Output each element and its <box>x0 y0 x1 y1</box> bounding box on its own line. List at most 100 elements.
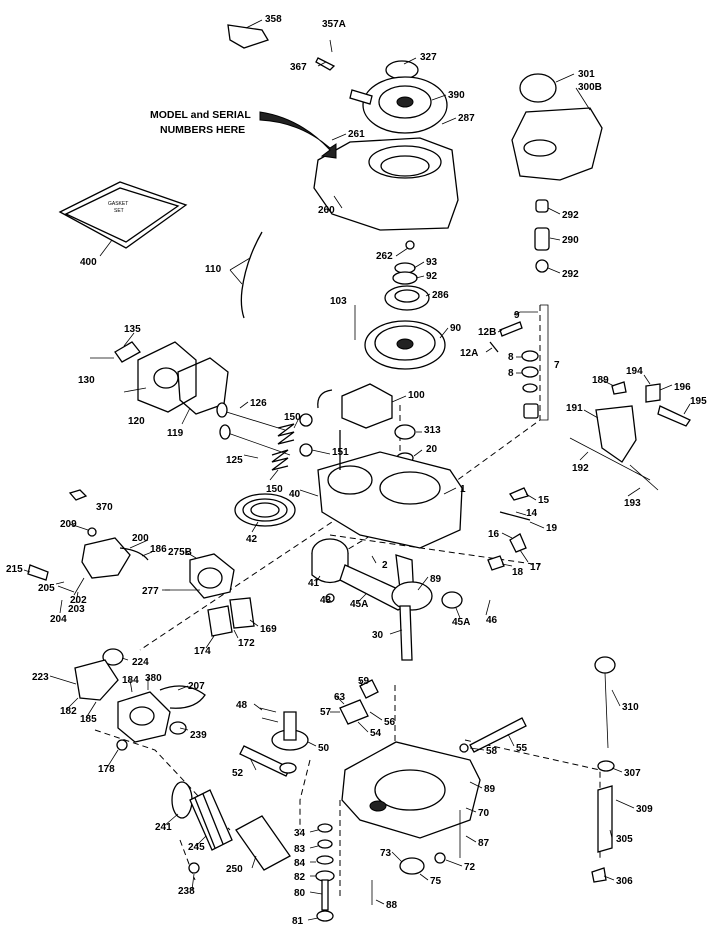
callout-52: 52 <box>232 768 244 779</box>
callout-193: 193 <box>624 498 641 509</box>
callout-202: 202 <box>70 595 87 606</box>
callout-34: 34 <box>294 828 306 839</box>
callout-150-lower: 150 <box>266 484 283 495</box>
callout-93: 93 <box>426 257 438 268</box>
callout-40: 40 <box>289 489 301 500</box>
callout-301: 301 <box>578 69 595 80</box>
callout-110: 110 <box>205 264 222 275</box>
callout-262: 262 <box>376 251 393 262</box>
callout-30: 30 <box>372 630 384 641</box>
callout-207: 207 <box>188 681 205 692</box>
callout-215: 215 <box>6 564 23 575</box>
callout-63: 63 <box>334 692 346 703</box>
callout-45A-left: 45A <box>350 599 368 610</box>
callout-80: 80 <box>294 888 306 899</box>
callout-327: 327 <box>420 52 437 63</box>
callout-58: 58 <box>486 746 498 757</box>
callout-306: 306 <box>616 876 633 887</box>
callout-103: 103 <box>330 296 347 307</box>
callout-42: 42 <box>246 534 258 545</box>
callout-18: 18 <box>512 567 524 578</box>
callout-182: 182 <box>60 706 77 717</box>
callout-45A-right: 45A <box>452 617 470 628</box>
callout-174: 174 <box>194 646 211 657</box>
callout-14: 14 <box>526 508 538 519</box>
callout-191: 191 <box>566 403 583 414</box>
callout-239: 239 <box>190 730 207 741</box>
callout-224: 224 <box>132 657 149 668</box>
callout-178: 178 <box>98 764 115 775</box>
callout-189: 189 <box>592 375 609 386</box>
callout-59: 59 <box>358 676 370 687</box>
callout-7: 7 <box>554 360 560 371</box>
callout-223: 223 <box>32 672 49 683</box>
callout-250: 250 <box>226 864 243 875</box>
callout-172: 172 <box>238 638 255 649</box>
callout-192: 192 <box>572 463 589 474</box>
callout-89-upper: 89 <box>430 574 442 585</box>
callout-57: 57 <box>320 707 332 718</box>
callout-75: 75 <box>430 876 442 887</box>
callout-88: 88 <box>386 900 398 911</box>
callout-309: 309 <box>636 804 653 815</box>
callout-92: 92 <box>426 271 438 282</box>
leader-lines <box>23 19 691 921</box>
callout-195: 195 <box>690 396 707 407</box>
callout-275B: 275B <box>168 547 192 558</box>
callout-203: 203 <box>68 604 85 615</box>
callout-260: 260 <box>318 205 335 216</box>
callout-100: 100 <box>408 390 425 401</box>
callout-72: 72 <box>464 862 476 873</box>
callout-400: 400 <box>80 257 97 268</box>
callout-8-lower: 8 <box>508 368 514 379</box>
callout-286: 286 <box>432 290 449 301</box>
callout-200: 200 <box>132 533 149 544</box>
callout-50: 50 <box>318 743 330 754</box>
callout-241: 241 <box>155 822 172 833</box>
callout-89-lower: 89 <box>484 784 496 795</box>
callout-46: 46 <box>486 615 498 626</box>
callout-41: 41 <box>308 578 320 589</box>
callout-150-upper: 150 <box>284 412 301 423</box>
callout-119: 119 <box>167 428 184 439</box>
callout-17: 17 <box>530 562 542 573</box>
gasket-set-label-line1: GASKET <box>108 201 128 207</box>
callout-184: 184 <box>122 675 139 686</box>
callout-277: 277 <box>142 586 159 597</box>
callout-261: 261 <box>348 129 365 140</box>
callout-15: 15 <box>538 495 550 506</box>
part-shapes <box>27 24 691 922</box>
callout-12A: 12A <box>460 348 478 359</box>
callout-48: 48 <box>236 700 248 711</box>
callout-120: 120 <box>128 416 145 427</box>
callout-209: 209 <box>60 519 77 530</box>
callout-205: 205 <box>38 583 55 594</box>
callout-305: 305 <box>616 834 633 845</box>
callout-307: 307 <box>624 768 641 779</box>
callout-292-bottom: 292 <box>562 269 579 280</box>
callout-135: 135 <box>124 324 141 335</box>
callout-290: 290 <box>562 235 579 246</box>
callout-370: 370 <box>96 502 113 513</box>
callout-300B: 300B <box>578 82 602 93</box>
callout-81: 81 <box>292 916 304 927</box>
callout-194: 194 <box>626 366 643 377</box>
callout-245: 245 <box>188 842 205 853</box>
callout-83: 83 <box>294 844 306 855</box>
callout-84: 84 <box>294 858 306 869</box>
callout-380: 380 <box>145 673 162 684</box>
callout-292-top: 292 <box>562 210 579 221</box>
callout-126: 126 <box>250 398 267 409</box>
callout-20: 20 <box>426 444 438 455</box>
callout-186: 186 <box>150 544 167 555</box>
callout-54: 54 <box>370 728 382 739</box>
model-serial-note-line1: MODEL and SERIAL <box>150 109 251 121</box>
callout-390: 390 <box>448 90 465 101</box>
callout-1: 1 <box>460 484 466 495</box>
callout-55: 55 <box>516 743 528 754</box>
callout-19: 19 <box>546 523 558 534</box>
callout-73: 73 <box>380 848 392 859</box>
callout-287: 287 <box>458 113 475 124</box>
